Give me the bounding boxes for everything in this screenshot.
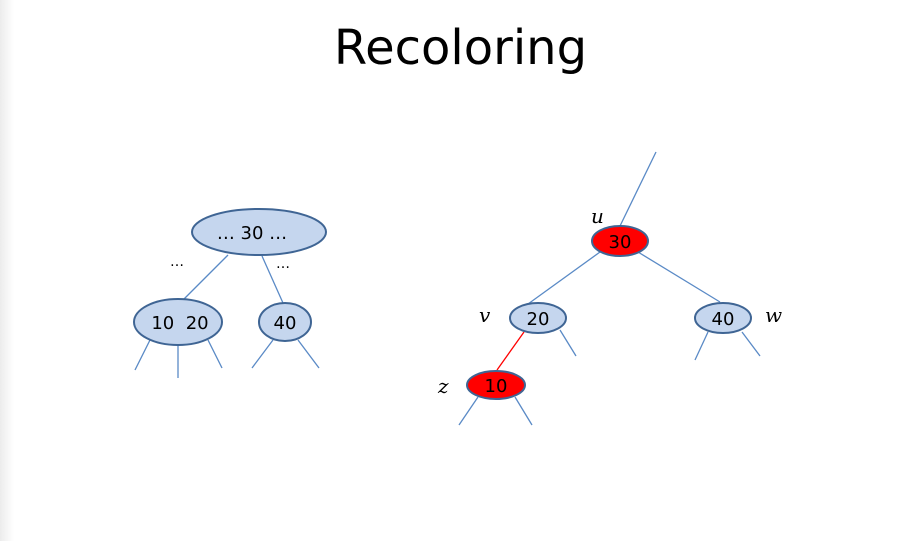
edge-leaf (458, 396, 479, 426)
node-ellipse (591, 225, 649, 257)
left-tree-right-child-node: 40 (258, 302, 312, 342)
right-tree-edges (458, 151, 761, 426)
left-tree-left-child-node: 10 20 (133, 298, 223, 346)
edge-leaf (297, 339, 320, 369)
node-ellipse (466, 370, 526, 400)
node-u: 30 (591, 225, 649, 257)
node-label: 30 (609, 232, 632, 253)
node-label: 40 (274, 313, 297, 334)
edge-leaf (207, 339, 223, 369)
node-ellipse (133, 298, 223, 346)
node-ellipse (258, 302, 312, 342)
left-ellipsis: … (170, 254, 184, 270)
node-label: 40 (712, 309, 735, 330)
edge-u-v (527, 251, 601, 305)
left-edge-shade (0, 0, 14, 541)
edge-parent-u (619, 151, 657, 227)
node-ellipse (509, 302, 567, 334)
edge-root-left (183, 254, 229, 300)
edge-leaf (134, 339, 151, 371)
edge-leaf (694, 331, 709, 361)
var-label-z: z (437, 374, 449, 398)
node-label: 10 (485, 376, 508, 397)
node-label: 10 20 (151, 313, 208, 334)
edge-leaf (514, 396, 533, 426)
var-label-v: v (479, 303, 491, 327)
right-ellipsis: … (276, 256, 290, 272)
edge-u-w (637, 251, 721, 303)
edge-root-right (261, 255, 284, 304)
node-z: 10 (466, 370, 526, 400)
var-label-w: w (765, 303, 782, 327)
node-ellipse (694, 302, 752, 334)
left-tree-edges (134, 254, 320, 378)
node-label: … 30 … (217, 223, 287, 244)
slide-title: Recoloring (333, 20, 588, 76)
edge-v-z (496, 331, 525, 371)
left-tree-root-node: … 30 … (191, 208, 327, 256)
edge-leaf (559, 329, 577, 357)
node-w: 40 (694, 302, 752, 334)
var-label-u: u (591, 204, 604, 228)
edge-leaf (251, 339, 274, 369)
node-label: 20 (527, 309, 550, 330)
node-ellipse (191, 208, 327, 256)
edge-leaf (741, 331, 761, 357)
node-v: 20 (509, 302, 567, 334)
